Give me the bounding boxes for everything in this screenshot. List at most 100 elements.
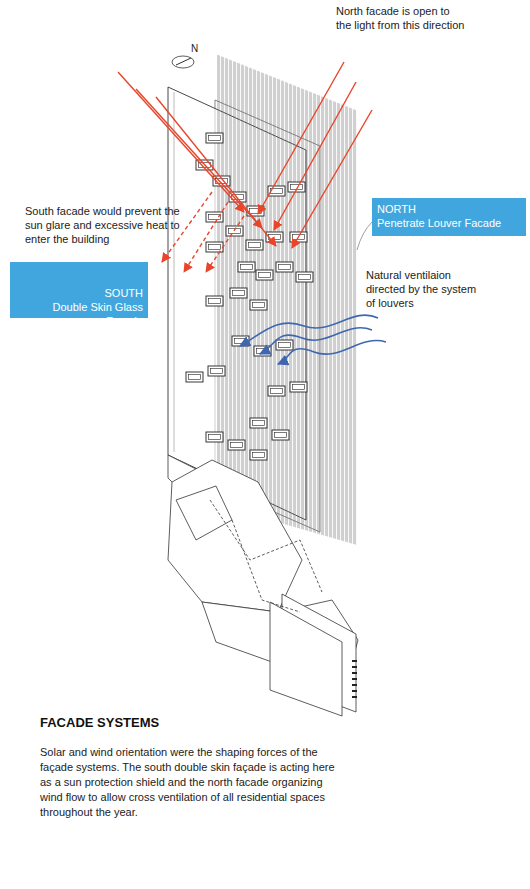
glass-edge <box>174 92 175 452</box>
base-volume <box>168 460 302 612</box>
south-glass-skin <box>168 87 306 520</box>
louver-blade <box>346 106 347 542</box>
base-marks <box>352 660 357 698</box>
window <box>206 242 223 252</box>
louver-blade <box>318 95 319 534</box>
louver-blade <box>307 91 308 531</box>
louver-blade <box>354 109 355 544</box>
window-frame <box>209 136 221 141</box>
facade-label-box: SOUTHDouble Skin Glass Facade <box>10 262 148 318</box>
louver-blade <box>270 76 271 520</box>
mark <box>352 666 357 668</box>
window <box>296 272 313 282</box>
mark <box>352 660 357 662</box>
louver-blade <box>282 81 283 524</box>
louver-blade <box>283 81 284 524</box>
window-frame <box>231 443 243 448</box>
window-frame <box>211 369 223 374</box>
window-frame <box>249 243 261 248</box>
leader-line <box>357 222 372 250</box>
louver-blade <box>271 76 272 520</box>
window <box>276 262 293 272</box>
box-text: Double Skin Glass Facade <box>14 300 143 328</box>
louver-blade <box>330 100 331 537</box>
base-plate <box>270 602 342 716</box>
window-frame <box>293 385 305 390</box>
louver-blade <box>331 100 332 537</box>
wind-arrow <box>278 341 386 364</box>
window-frame <box>233 291 245 296</box>
window-frame <box>241 265 253 270</box>
sun-ray <box>292 110 372 248</box>
louver-blade <box>319 96 320 535</box>
louver-blade <box>343 105 344 541</box>
window-set <box>186 133 313 460</box>
window-frame <box>279 265 291 270</box>
louver-blade <box>291 84 292 526</box>
window <box>250 418 267 428</box>
window-frame <box>271 389 283 394</box>
louver-blade <box>302 89 303 530</box>
window <box>238 262 255 272</box>
mark <box>352 678 357 680</box>
louver-blade <box>255 70 256 516</box>
annotation-note: South facade would prevent the sun glare… <box>25 204 185 246</box>
louver-blade <box>334 101 335 538</box>
wind-arrow <box>240 315 378 346</box>
window <box>206 212 223 222</box>
box-text: Penetrate Louver Facade <box>377 216 522 230</box>
compass-needle <box>176 58 191 65</box>
sun-ray <box>118 72 244 212</box>
louver-blade <box>250 68 251 514</box>
window <box>250 450 267 460</box>
diagram-title: FACADE SYSTEMS <box>40 715 159 730</box>
louver-blade <box>303 89 304 530</box>
louver-blade <box>226 58 227 507</box>
window <box>232 336 249 346</box>
louver-blade <box>326 98 327 536</box>
louver-blade <box>275 78 276 522</box>
window-frame <box>189 375 201 380</box>
window <box>208 366 225 376</box>
window <box>272 430 289 440</box>
window <box>290 382 307 392</box>
louver-blade <box>350 108 351 543</box>
compass-ring <box>172 56 194 68</box>
mark <box>352 690 357 692</box>
window <box>268 386 285 396</box>
louver-blade <box>322 97 323 535</box>
reflected-ray <box>184 202 228 272</box>
sun-ray <box>258 62 344 214</box>
louver-blade <box>335 102 336 539</box>
sun-rays <box>118 62 372 272</box>
annotation-note: North facade is open to the light from t… <box>336 4 467 32</box>
window-frame <box>259 273 271 278</box>
window <box>228 440 245 450</box>
louver-blade <box>295 86 296 527</box>
hidden-edge <box>210 500 322 592</box>
window <box>276 340 293 350</box>
window <box>186 372 203 382</box>
mark <box>352 696 357 698</box>
louver-field <box>218 55 356 545</box>
diagram-caption: Solar and wind orientation were the shap… <box>40 745 340 820</box>
louver-blade <box>306 90 307 530</box>
window <box>206 133 223 143</box>
hidden-edge <box>232 520 300 612</box>
louver-blade <box>315 94 316 533</box>
window <box>206 296 223 306</box>
louver-blade <box>310 92 311 532</box>
louver-blade <box>311 92 312 532</box>
louver-blade <box>323 97 324 535</box>
louver-blade <box>278 79 279 522</box>
window-frame <box>253 453 265 458</box>
window-frame <box>253 421 265 426</box>
window-frame <box>253 303 265 308</box>
wind-arrow <box>260 328 372 354</box>
box-heading: NORTH <box>377 202 522 216</box>
facade-label-box: NORTHPenetrate Louver Facade <box>372 198 526 236</box>
louver-blade <box>274 77 275 521</box>
window-frame <box>299 275 311 280</box>
window <box>206 432 223 442</box>
